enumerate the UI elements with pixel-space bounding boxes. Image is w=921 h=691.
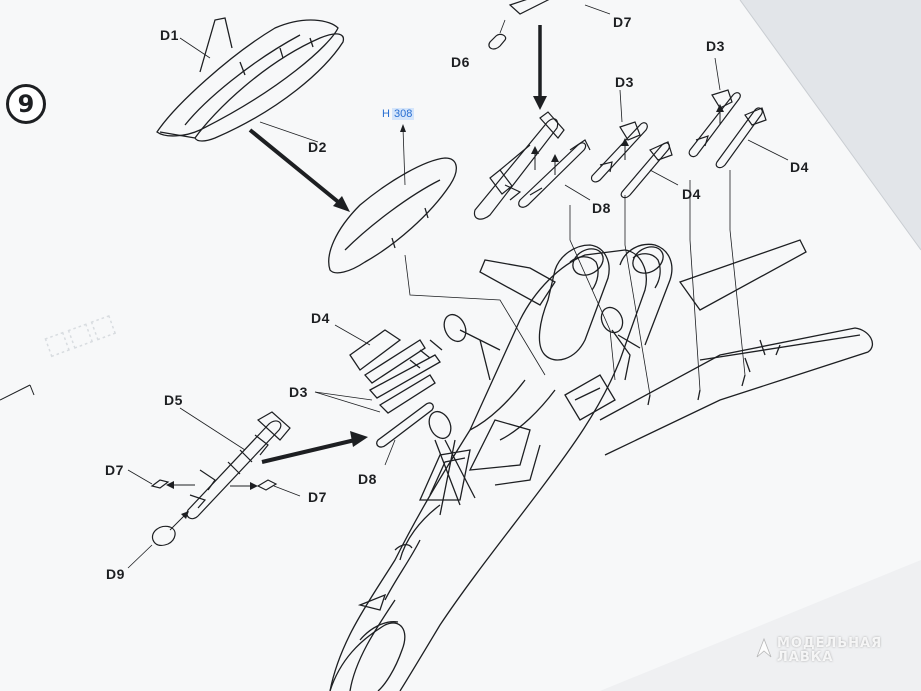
part-label-d3-b: D3 xyxy=(706,38,725,54)
part-label-d4-wing: D4 xyxy=(311,310,330,326)
part-label-d7-top: D7 xyxy=(613,14,632,30)
part-label-d8-a: D8 xyxy=(592,200,611,216)
drop-tank-d1-d2 xyxy=(156,17,345,142)
store-watermark: МОДЕЛЬНАЯ ЛАВКА xyxy=(755,637,882,665)
missile-d5 xyxy=(186,411,291,520)
part-label-d6: D6 xyxy=(451,54,470,70)
drop-tank-assembled xyxy=(328,157,457,274)
paint-code: 308 xyxy=(391,108,415,120)
part-label-d3-wing: D3 xyxy=(289,384,308,400)
missile-d6-d7 xyxy=(488,0,550,50)
step-number-badge: 9 xyxy=(6,84,46,124)
part-label-d4-b: D4 xyxy=(790,159,809,175)
part-label-d5: D5 xyxy=(164,392,183,408)
aircraft-underside xyxy=(329,239,873,691)
part-label-d2: D2 xyxy=(308,139,327,155)
missile-group-top xyxy=(473,89,767,220)
watermark-line-2: ЛАВКА xyxy=(777,650,834,665)
part-label-d8-b: D8 xyxy=(358,471,377,487)
part-label-d1: D1 xyxy=(160,27,179,43)
part-label-d3-a: D3 xyxy=(615,74,634,90)
part-label-d4-a: D4 xyxy=(682,186,701,202)
part-label-d7-right: D7 xyxy=(308,489,327,505)
part-label-d9: D9 xyxy=(106,566,125,582)
watermark-logo-icon xyxy=(756,637,772,658)
part-label-d7-left: D7 xyxy=(105,462,124,478)
paint-prefix: H xyxy=(382,108,390,120)
watermark-line-1: МОДЕЛЬНАЯ xyxy=(777,636,883,651)
